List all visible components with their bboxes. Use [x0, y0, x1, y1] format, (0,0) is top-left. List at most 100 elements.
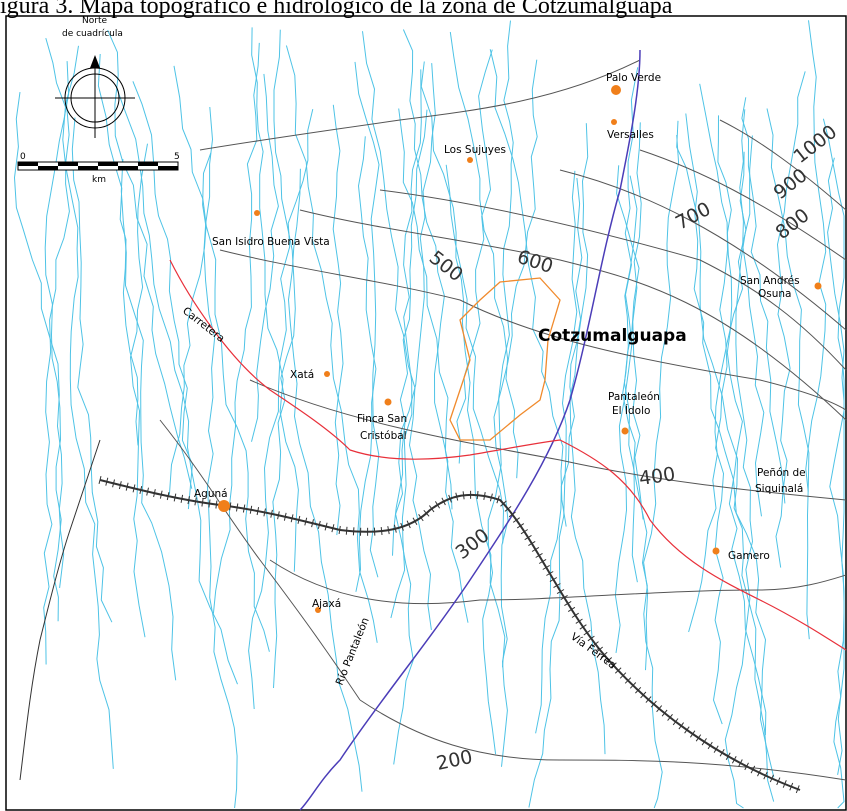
- rail-tie: [795, 785, 800, 794]
- stream: [420, 61, 506, 668]
- stream: [393, 63, 436, 765]
- rail-tie: [684, 726, 690, 734]
- rail-tie: [645, 696, 652, 703]
- stream: [643, 134, 680, 671]
- stream: [354, 61, 380, 578]
- stream: [622, 175, 638, 583]
- contour-600: [299, 209, 847, 421]
- rail-tie: [591, 641, 599, 647]
- rail-tie: [546, 571, 554, 576]
- rail-tie: [406, 520, 411, 529]
- stream: [203, 106, 238, 809]
- stream: [449, 31, 519, 479]
- rail-tie: [744, 762, 749, 771]
- rail-tie: [290, 514, 294, 523]
- label-xata: Xatá: [290, 369, 314, 381]
- stream: [132, 81, 193, 510]
- stream: [445, 164, 505, 544]
- rail-tie: [667, 713, 673, 721]
- railway: [99, 479, 801, 791]
- rail-tie: [564, 600, 572, 607]
- rail-tie: [619, 672, 627, 679]
- stream: [362, 31, 432, 630]
- coastline: [19, 439, 101, 781]
- rail-tie: [512, 517, 520, 523]
- rail-tie: [180, 494, 184, 503]
- rail-tie: [757, 768, 762, 777]
- label-san-andres-1: San Andrés: [740, 275, 800, 287]
- north-arrow: [55, 55, 135, 138]
- rail-tie: [538, 558, 547, 564]
- rail-tie: [583, 629, 591, 636]
- rail-tie: [610, 662, 617, 669]
- contour-label-300: 300: [452, 524, 494, 564]
- stream: [822, 118, 845, 775]
- rail-tie: [579, 624, 587, 630]
- stream: [251, 27, 299, 572]
- rail-tie: [215, 500, 218, 509]
- rail-tie: [549, 577, 558, 583]
- rail-tie: [159, 490, 163, 499]
- rail-tie: [640, 691, 647, 699]
- rail-tie: [338, 525, 341, 534]
- stream: [116, 87, 238, 685]
- rail-tie: [448, 494, 452, 503]
- label-pantaleon-2: El Ídolo: [612, 404, 650, 417]
- rail-tie: [283, 512, 287, 521]
- stream: [676, 120, 775, 802]
- rail-tie: [516, 523, 525, 529]
- stream: [71, 117, 113, 623]
- rail-tie: [776, 777, 781, 786]
- rail-tie: [146, 487, 149, 496]
- stream: [741, 97, 786, 504]
- rail-tie: [345, 526, 348, 535]
- rail-tie: [553, 583, 561, 589]
- rail-tie: [689, 730, 696, 738]
- label-gamero: Gamero: [728, 550, 770, 562]
- rail-tie: [782, 780, 787, 788]
- rail-tie: [600, 651, 608, 658]
- rail-tie: [614, 667, 622, 674]
- rail-tie: [731, 755, 737, 764]
- marker-xata: [324, 371, 330, 377]
- rail-tie: [428, 505, 435, 513]
- rail-tie: [500, 500, 507, 507]
- label-palo-verde: Palo Verde: [606, 72, 661, 84]
- stream: [724, 151, 754, 809]
- rail-tie: [105, 477, 109, 486]
- rail-tie: [707, 741, 713, 750]
- contour-700: [379, 189, 847, 371]
- rail-tie: [393, 524, 397, 533]
- label-finca-1: Finca San: [357, 413, 407, 425]
- urban-area-outline: [449, 277, 561, 441]
- marker-finca: [384, 398, 392, 406]
- rail-tie: [352, 527, 355, 536]
- stream: [493, 59, 538, 767]
- stream: [168, 152, 212, 495]
- stream: [614, 67, 639, 653]
- stream: [775, 71, 806, 568]
- rail-tie: [489, 493, 493, 502]
- rail-tie: [508, 511, 516, 518]
- contour-label-400: 400: [638, 463, 677, 490]
- rail-tie: [208, 499, 211, 508]
- stream: [535, 177, 583, 734]
- label-los-sujuyes: Los Sujuyes: [444, 144, 506, 156]
- label-pantaleon-1: Pantaleón: [608, 391, 660, 403]
- stream: [805, 20, 827, 492]
- rail-tie: [672, 718, 679, 726]
- marker-ajaxa: [315, 607, 321, 613]
- marker-gamero: [712, 547, 720, 555]
- label-rio: Río Pantaleón: [334, 616, 372, 687]
- rail-tie: [789, 782, 794, 791]
- contour-400: [249, 379, 847, 501]
- stream: [129, 143, 148, 638]
- rail-tie: [556, 589, 565, 595]
- rail-tie: [567, 606, 576, 613]
- contour-300: [269, 559, 847, 605]
- marker-palo-verde: [611, 85, 621, 95]
- rail-tie: [496, 495, 500, 504]
- rail-tie: [678, 722, 685, 730]
- marker-san-isidro: [254, 210, 260, 216]
- rail-tie: [750, 765, 756, 774]
